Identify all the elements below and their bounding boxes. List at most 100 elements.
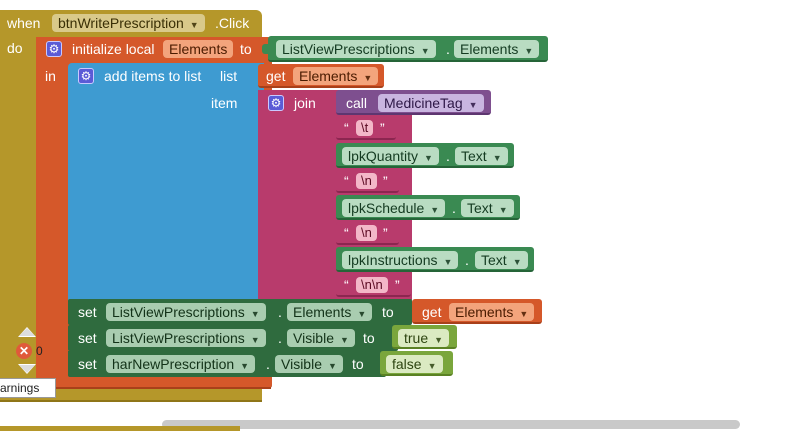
boolean-dropdown[interactable]: true ▼	[398, 329, 450, 347]
initialize-local-label: initialize local	[72, 41, 155, 57]
string-value[interactable]: \n	[356, 173, 377, 189]
dropdown-arrow-icon: ▼	[420, 46, 430, 56]
component-dropdown[interactable]: lpkQuantity▼	[342, 147, 439, 165]
procedure-name: MedicineTag	[384, 95, 463, 111]
dropdown-arrow-icon: ▼	[468, 100, 478, 110]
dropdown-arrow-icon: ▼	[443, 257, 453, 267]
item-label: item	[211, 95, 238, 111]
to-label: to	[240, 41, 252, 57]
quote-open: “	[344, 225, 349, 241]
variable-dropdown[interactable]: Elements▼	[449, 303, 535, 321]
component-name: btnWritePrescription	[58, 15, 184, 31]
component-name: ListViewPrescriptions	[112, 304, 245, 320]
error-count: 0	[36, 344, 43, 358]
variable-dropdown[interactable]: Elements ▼	[293, 67, 379, 85]
dropdown-arrow-icon: ▼	[430, 205, 440, 215]
component-dropdown[interactable]: ListViewPrescriptions ▼	[106, 329, 266, 347]
dot-label: .	[278, 330, 282, 346]
get-label: get	[422, 304, 442, 320]
dot-label: .	[278, 304, 282, 320]
warnings-toggle-button[interactable]: arnings	[0, 378, 56, 398]
dropdown-arrow-icon: ▼	[240, 361, 250, 371]
boolean-value: true	[404, 330, 429, 346]
property-name: Visible	[293, 330, 334, 346]
property-dropdown[interactable]: Text ▼	[475, 251, 528, 269]
component-name: ListViewPrescriptions	[282, 41, 415, 57]
dropdown-arrow-icon: ▼	[363, 73, 373, 83]
event-name: .Click	[215, 15, 250, 31]
chevron-down-icon-fill	[19, 365, 35, 373]
component-dropdown[interactable]: harNewPrescription▼	[106, 355, 256, 373]
get-label: get	[266, 68, 286, 84]
set-label: set	[78, 356, 97, 372]
dot-label: .	[452, 200, 456, 216]
list-label: list	[220, 68, 238, 84]
dropdown-arrow-icon: ▼	[498, 205, 508, 215]
property-dropdown[interactable]: Elements▼	[454, 40, 540, 58]
gear-icon[interactable]: ⚙	[46, 41, 62, 57]
call-label: call	[346, 95, 368, 111]
property-dropdown[interactable]: Visible ▼	[275, 355, 343, 373]
set-label: set	[78, 330, 97, 346]
procedure-dropdown[interactable]: MedicineTag ▼	[378, 94, 484, 112]
component-name: lpkSchedule	[348, 200, 425, 216]
horizontal-scrollbar[interactable]	[162, 420, 740, 429]
quote-close: ”	[383, 173, 388, 189]
boolean-dropdown[interactable]: false▼	[386, 355, 443, 373]
variable-name: Elements	[299, 68, 358, 84]
property-name: Text	[481, 252, 507, 268]
event-block-footer	[0, 390, 262, 402]
component-dropdown[interactable]: ListViewPrescriptions ▼	[276, 40, 436, 58]
string-value[interactable]: \n	[356, 225, 377, 241]
do-label: do	[7, 40, 23, 56]
property-dropdown[interactable]: Text▼	[455, 147, 508, 165]
quote-close: ”	[395, 277, 400, 293]
add-items-label: add items to list	[104, 68, 202, 84]
property-name: Visible	[281, 356, 322, 372]
dropdown-arrow-icon: ▼	[427, 361, 437, 371]
chevron-up-icon-fill	[19, 328, 35, 336]
dropdown-arrow-icon: ▼	[434, 335, 444, 345]
dropdown-arrow-icon: ▼	[519, 309, 529, 319]
component-dropdown[interactable]: lpkInstructions ▼	[342, 251, 459, 269]
dropdown-arrow-icon: ▼	[250, 335, 260, 345]
to-label: to	[382, 304, 394, 320]
dropdown-arrow-icon: ▼	[340, 335, 349, 345]
to-label: to	[352, 356, 364, 372]
gear-icon[interactable]: ⚙	[78, 68, 94, 84]
to-label: to	[363, 330, 375, 346]
component-dropdown[interactable]: ListViewPrescriptions ▼	[106, 303, 266, 321]
dot-label: .	[446, 148, 450, 164]
set-label: set	[78, 304, 97, 320]
property-dropdown[interactable]: Visible ▼	[287, 329, 355, 347]
dropdown-arrow-icon: ▼	[250, 309, 260, 319]
component-dropdown[interactable]: btnWritePrescription ▼	[52, 14, 205, 32]
component-name: ListViewPrescriptions	[112, 330, 245, 346]
when-label: when	[7, 15, 41, 31]
dropdown-arrow-icon: ▼	[357, 309, 367, 319]
property-name: Elements	[460, 41, 519, 57]
component-dropdown[interactable]: lpkSchedule ▼	[342, 199, 446, 217]
property-name: Elements	[293, 304, 352, 320]
dot-label: .	[446, 41, 450, 57]
quote-close: ”	[380, 120, 385, 136]
init-local-footer	[68, 378, 271, 389]
join-body	[258, 90, 334, 302]
property-name: Text	[467, 200, 493, 216]
string-value[interactable]: \t	[356, 120, 374, 136]
property-dropdown[interactable]: Text ▼	[461, 199, 514, 217]
dropdown-arrow-icon: ▼	[512, 257, 522, 267]
dropdown-arrow-icon: ▼	[189, 20, 199, 30]
quote-open: “	[344, 120, 349, 136]
connector	[262, 44, 268, 54]
gear-icon[interactable]: ⚙	[268, 95, 284, 111]
component-name: lpkInstructions	[348, 252, 438, 268]
property-name: Text	[461, 148, 487, 164]
component-name: lpkQuantity	[348, 148, 419, 164]
local-var-name[interactable]: Elements	[163, 40, 234, 58]
quote-open: “	[344, 277, 349, 293]
dropdown-arrow-icon: ▼	[328, 361, 337, 371]
quote-open: “	[344, 173, 349, 189]
property-dropdown[interactable]: Elements ▼	[287, 303, 373, 321]
string-value[interactable]: \n\n	[356, 277, 388, 293]
